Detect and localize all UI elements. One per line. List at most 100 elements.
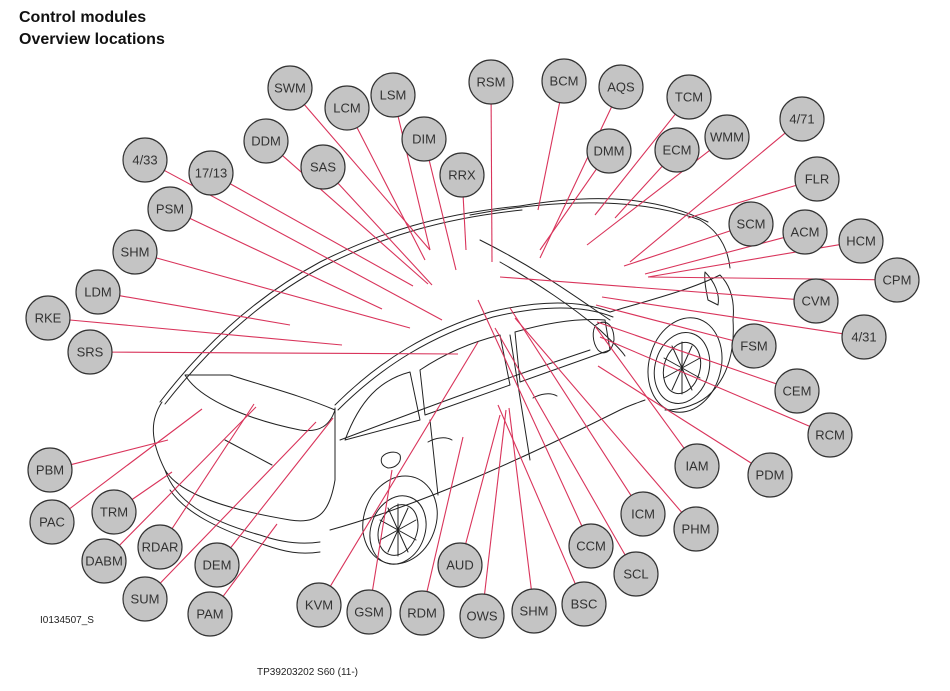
leader-line-icm [509,307,632,496]
module-bubble-cvm[interactable]: CVM [793,278,839,324]
module-label: AUD [446,558,473,573]
module-bubble-flr[interactable]: FLR [794,156,840,202]
module-circle [654,127,700,173]
car-rear-tyre [369,495,427,565]
module-circle [541,58,587,104]
car-side-beltline [339,349,591,441]
module-bubble-rdar[interactable]: RDAR [137,524,183,570]
module-circle [747,452,793,498]
module-bubble-pdm[interactable]: PDM [747,452,793,498]
leader-line-psm [189,217,383,310]
module-bubble-ecm[interactable]: ECM [654,127,700,173]
leader-line-sum [159,421,317,584]
module-bubble-sum[interactable]: SUM [122,576,168,622]
module-circle [300,144,346,190]
module-label: PBM [36,463,64,478]
module-bubble-psm[interactable]: PSM [147,186,193,232]
module-circle [673,506,719,552]
module-bubble-dabm[interactable]: DABM [81,538,127,584]
module-circle [67,329,113,375]
module-bubble-gsm[interactable]: GSM [346,589,392,635]
car-door-handle-rear [427,437,453,443]
module-bubble-dem[interactable]: DEM [194,542,240,588]
module-bubble-swm[interactable]: SWM [267,65,313,111]
module-bubble-dmm[interactable]: DMM [586,128,632,174]
module-bubble-scl[interactable]: SCL [613,551,659,597]
module-bubble-trm[interactable]: TRM [91,489,137,535]
leader-line-ecm [614,165,663,219]
leader-line-aud [465,414,501,544]
module-bubble-iam[interactable]: IAM [674,443,720,489]
module-circle [468,59,514,105]
module-bubble-acm[interactable]: ACM [782,209,828,255]
module-label: WMM [710,130,744,145]
module-bubble-lsm[interactable]: LSM [370,72,416,118]
module-circle [586,128,632,174]
module-bubble-cpm[interactable]: CPM [874,257,920,303]
module-bubble-scm[interactable]: SCM [728,201,774,247]
car-front-rim [662,341,702,395]
module-circle [568,523,614,569]
module-bubble-ldm[interactable]: LDM [75,269,121,315]
module-label: 17/13 [195,166,228,181]
module-bubble-rdm[interactable]: RDM [399,590,445,636]
module-bubble-bcm[interactable]: BCM [541,58,587,104]
car-rear-window [184,374,336,432]
module-circle [91,489,137,535]
module-bubble-hcm[interactable]: HCM [838,218,884,264]
module-bubble-sas[interactable]: SAS [300,144,346,190]
module-bubble-pac[interactable]: PAC [29,499,75,545]
module-bubble-pbm[interactable]: PBM [27,447,73,493]
module-label: SUM [131,592,160,607]
leader-line-gsm [371,469,393,591]
module-label: TCM [675,90,703,105]
module-label: ACM [791,225,820,240]
module-bubble-tcm[interactable]: TCM [666,74,712,120]
car-front-wheel-arch [647,317,723,413]
car-roof-left-rail-inner [164,209,523,405]
car-front-door-window [514,319,611,383]
module-bubble-dim[interactable]: DIM [401,116,447,162]
module-bubble-lcm[interactable]: LCM [324,85,370,131]
module-bubble-pam[interactable]: PAM [187,591,233,637]
leader-line-cem [596,321,777,385]
module-bubble-rsm[interactable]: RSM [468,59,514,105]
module-bubble-rcm[interactable]: RCM [807,412,853,458]
car-door-line [429,419,439,496]
leader-line-cvm [499,276,795,300]
leader-line-scl [494,327,626,556]
module-circle [782,209,828,255]
module-bubble-4-31[interactable]: 4/31 [841,314,887,360]
module-circle [29,499,75,545]
module-label: RKE [35,311,62,326]
module-bubble-wmm[interactable]: WMM [704,114,750,160]
module-bubble-4-71[interactable]: 4/71 [779,96,825,142]
module-bubble-bsc[interactable]: BSC [561,581,607,627]
module-bubble-icm[interactable]: ICM [620,491,666,537]
module-label: SRS [77,345,104,360]
module-bubble-shm-b[interactable]: SHM [511,588,557,634]
module-bubble-17-13[interactable]: 17/13 [188,150,234,196]
module-bubble-rrx[interactable]: RRX [439,152,485,198]
car-rear-side-window [344,371,421,441]
car-roof-right-rail-inner [337,307,614,411]
module-bubble-cem[interactable]: CEM [774,368,820,414]
module-bubble-ccm[interactable]: CCM [568,523,614,569]
module-bubble-aqs[interactable]: AQS [598,64,644,110]
leader-line-4-31 [601,296,843,335]
module-bubble-ddm[interactable]: DDM [243,118,289,164]
module-bubble-shm-l[interactable]: SHM [112,229,158,275]
module-bubble-srs[interactable]: SRS [67,329,113,375]
leader-line-scm [623,230,731,267]
module-bubble-phm[interactable]: PHM [673,506,719,552]
module-bubble-aud[interactable]: AUD [437,542,483,588]
module-bubble-rke[interactable]: RKE [25,295,71,341]
module-bubble-4-33[interactable]: 4/33 [122,137,168,183]
module-bubble-kvm[interactable]: KVM [296,582,342,628]
module-circle [75,269,121,315]
module-label: RRX [448,168,476,183]
leader-line-pam [222,523,278,597]
module-bubble-ows[interactable]: OWS [459,593,505,639]
module-bubble-fsm[interactable]: FSM [731,323,777,369]
leader-line-tcm [594,113,676,216]
